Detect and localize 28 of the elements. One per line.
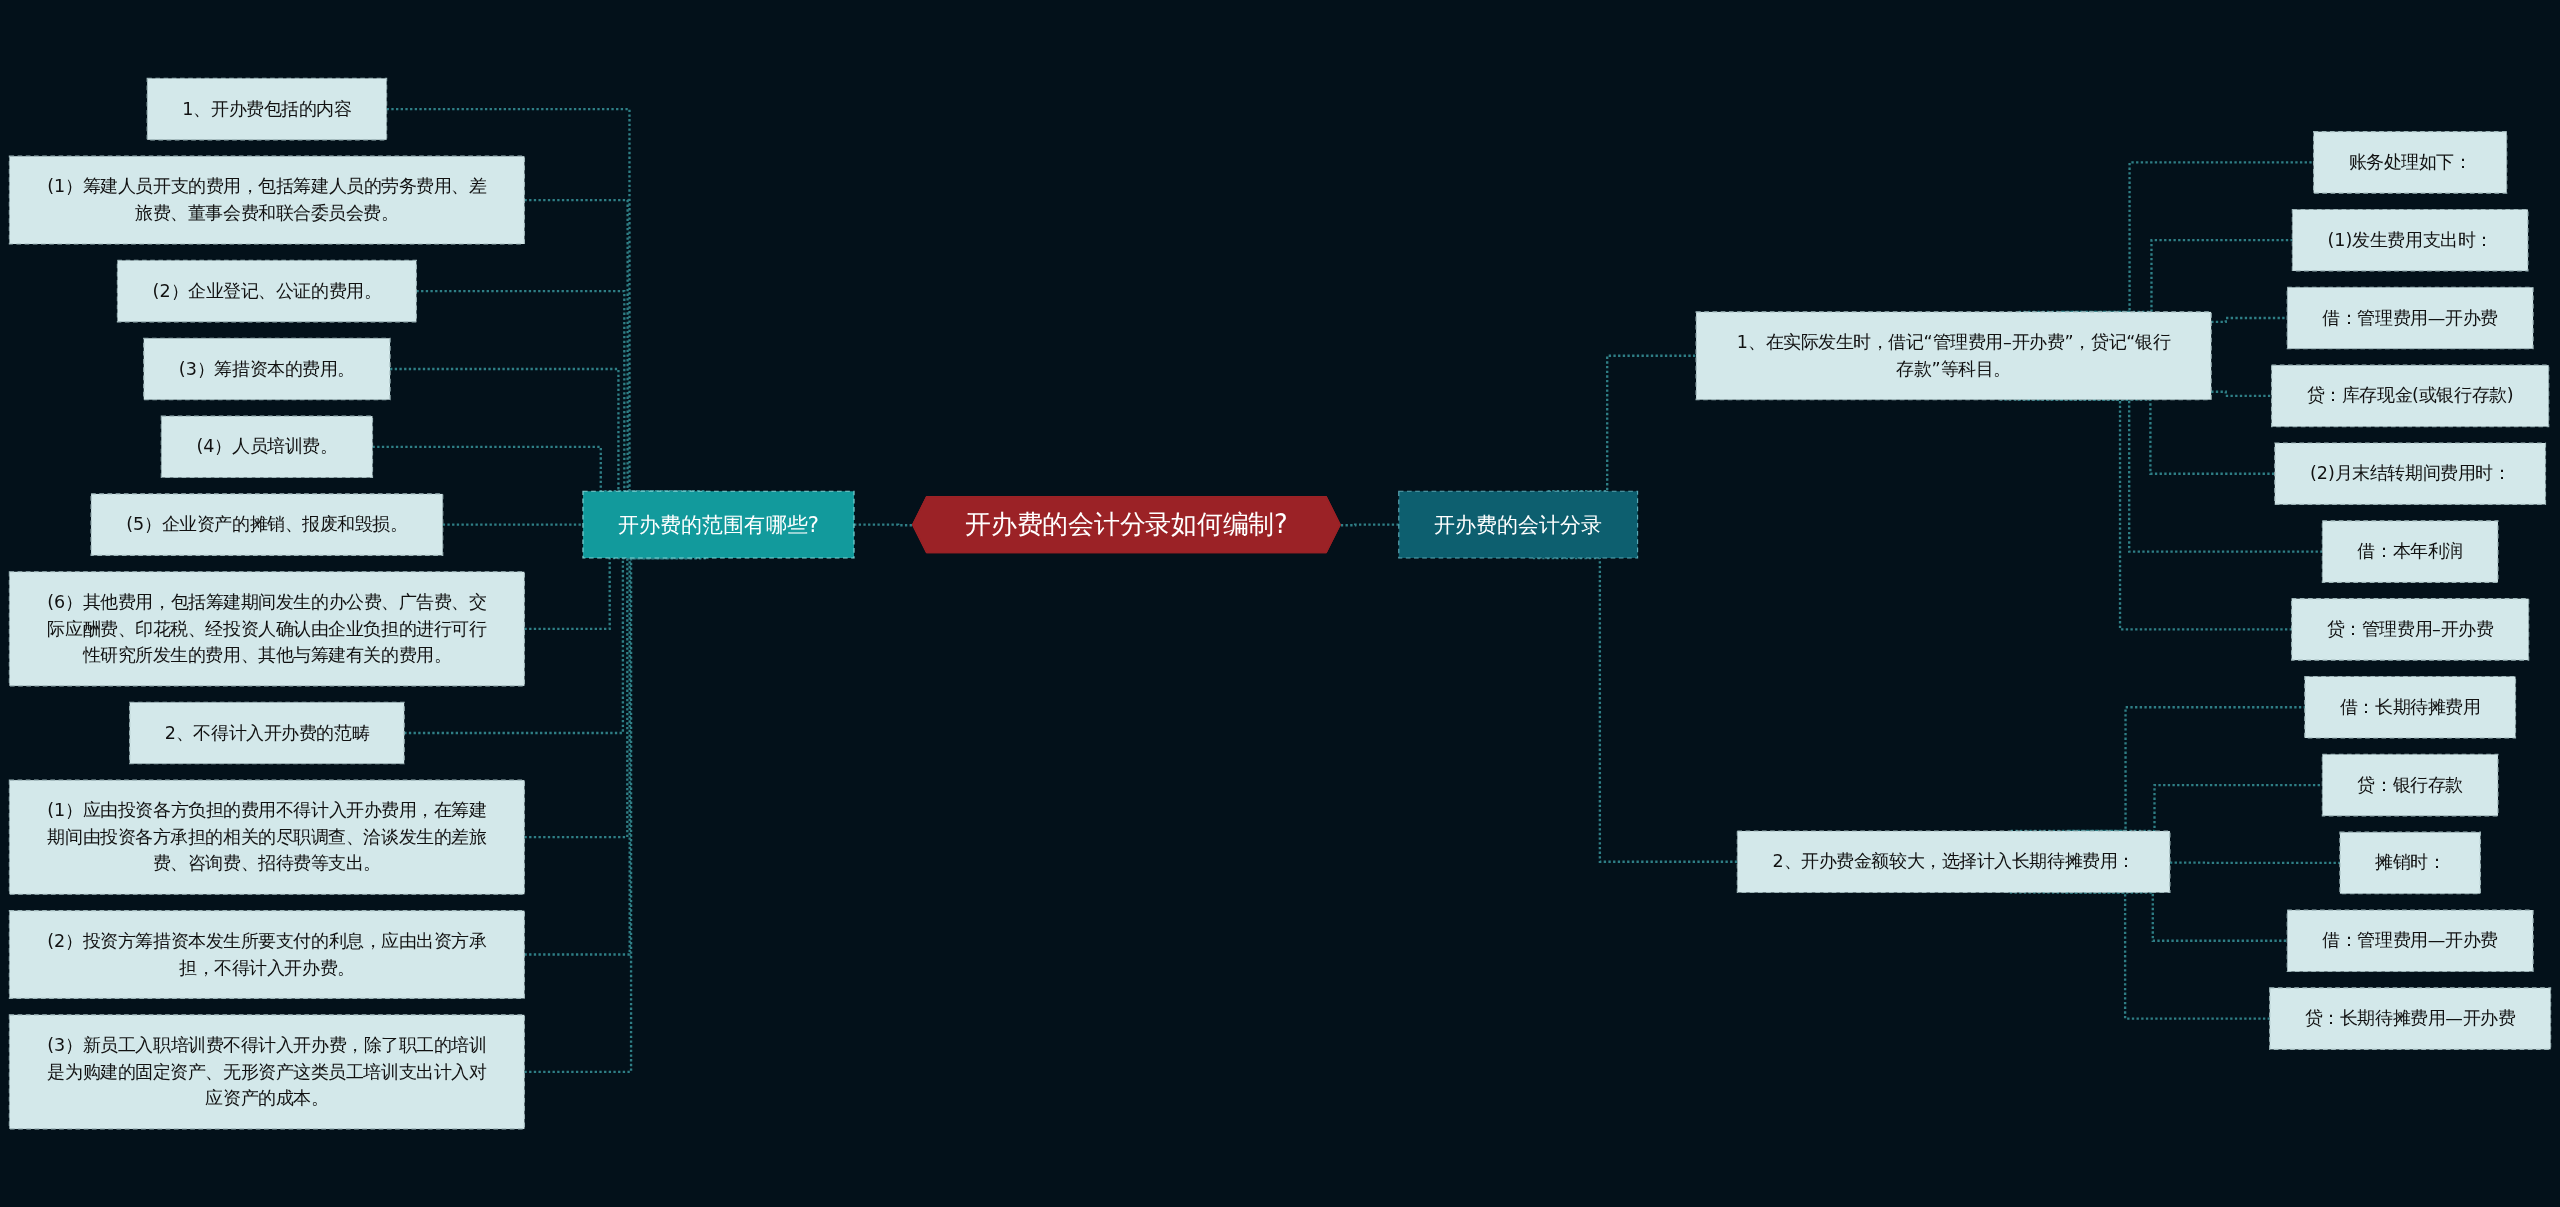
node-box: 借：本年利润 (2321, 520, 2499, 583)
connector (442, 523, 583, 526)
node-box: (6）其他费用，包括筹建期间发生的办公费、广告费、交际应酬费、印花税、经投资人确认由企业负担的进行可行性研究所发生的费用、其他与筹建有关的费用。 (8, 571, 525, 687)
node-box: (1)发生费用支出时： (2291, 208, 2529, 272)
node-box: 账务处理如下： (2313, 130, 2508, 194)
node-box: (3）新员工入职培训费不得计入开办费，除了职工的培训是为购建的固定资产、无形资产这类员工培训支出计入对应资产的成本。 (8, 1014, 525, 1130)
node-box: 2、开办费金额较大，选择计入长期待摊费用： (1736, 830, 2171, 893)
node-box: 开办费的范围有哪些? (582, 490, 855, 559)
node-box: (1）应由投资各方负担的费用不得计入开办费用，在筹建期间由投资各方承担的相关的尽职调查、洽谈发生的差旅费、咨询费、招待费等支出。 (8, 779, 525, 895)
node-box: (2）企业登记、公证的费用。 (116, 259, 417, 323)
node-box: 贷：银行存款 (2321, 753, 2499, 817)
node-box: 借：长期待摊费用 (2304, 675, 2517, 739)
node-box: (2)月末结转期间费用时： (2274, 442, 2547, 505)
node-box: 摊销时： (2339, 831, 2481, 895)
node-box: 贷：库存现金(或银行存款) (2271, 364, 2550, 428)
node-box: 借：管理费用—开办费 (2286, 909, 2534, 972)
node-box: (1）筹建人员开支的费用，包括筹建人员的劳务费用、差旅费、董事会费和联合委员会费。 (8, 155, 525, 245)
node-box: 2、不得计入开办费的范畴 (129, 701, 405, 765)
node-box: 借：管理费用—开办费 (2286, 286, 2534, 350)
node-box: (4）人员培训费。 (160, 415, 374, 478)
node-box: 1、开办费包括的内容 (146, 77, 388, 141)
node-box: (3）筹措资本的费用。 (143, 337, 391, 401)
node-box: 1、在实际发生时，借记“管理费用–开办费”，贷记“银行存款”等科目。 (1695, 311, 2212, 401)
node-box: 贷：管理费用–开办费 (2291, 597, 2530, 661)
node-box: 开办费的会计分录 (1398, 490, 1639, 559)
node-box: (2）投资方筹措资本发生所要支付的利息，应由出资方承担，不得计入开办费。 (8, 909, 525, 999)
node-box: 贷：长期待摊费用—开办费 (2269, 987, 2552, 1050)
node-box: (5）企业资产的摊销、报废和毁损。 (90, 493, 444, 556)
